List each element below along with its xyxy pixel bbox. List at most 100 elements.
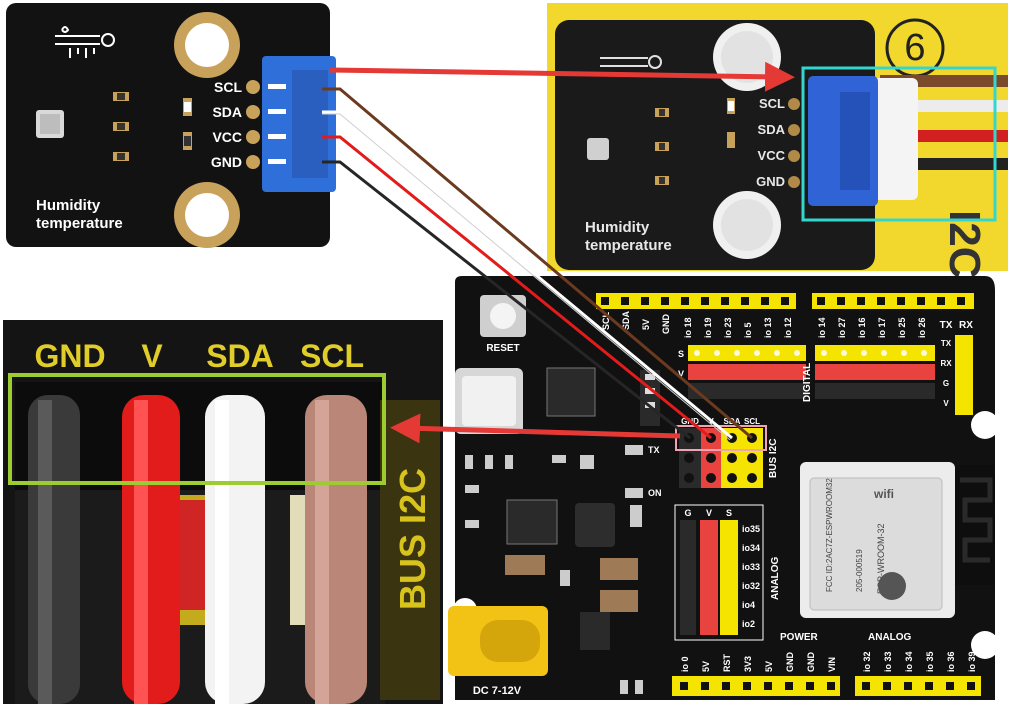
analog-pin-label: io35 — [742, 524, 760, 534]
uart-label: V — [943, 399, 949, 408]
sensor-pin-label: SCL — [214, 79, 242, 95]
uart-header — [955, 335, 973, 415]
sensor-pin-label: GND — [211, 154, 242, 170]
top-pin-label: SCL — [601, 311, 611, 330]
photo-label-line1: Humidity — [585, 219, 650, 236]
i2c-label: SCL — [744, 417, 760, 426]
sensor-pin-label: VCC — [212, 129, 242, 145]
digital-label: DIGITAL — [802, 363, 813, 402]
top-pin-label: io 25 — [897, 317, 907, 338]
closeup-side-text: BUS I2C — [392, 468, 433, 610]
step-badge-number: 9 — [904, 25, 925, 67]
analog-col-label: G — [684, 508, 691, 518]
module-text: FCC ID:2AC7Z-ESPWROOM32 — [825, 478, 834, 592]
digital-v-row-right — [815, 364, 935, 380]
analog-pin-label: io32 — [742, 581, 760, 591]
top-pin-label: io 23 — [723, 317, 733, 338]
closeup-label: V — [141, 338, 163, 374]
sensor-chip — [587, 138, 609, 160]
analog-header: G V S io35 io34 io33 io32 io4 io2 ANALOG — [674, 504, 781, 641]
closeup-highlight-box — [8, 373, 386, 485]
esp32-board: RESET DC 7-12V SCL SDA 5V — [448, 276, 999, 700]
wire-vcc — [322, 135, 712, 440]
row-v-label: V — [678, 369, 684, 379]
led-tx-label: TX — [648, 445, 660, 455]
digital-s-row — [688, 345, 806, 361]
power-pin-label: GND — [785, 652, 795, 673]
analog-bottom-pin-label: io 36 — [946, 651, 956, 672]
thermometer-icon — [55, 26, 115, 58]
esp32-module: wifi FCC ID:2AC7Z-ESPWROOM32 ESP-WROOM-3… — [800, 462, 995, 618]
top-pin-label: io 19 — [703, 317, 713, 338]
analog-bottom-label: ANALOG — [868, 632, 912, 643]
top-pin-label: io 13 — [763, 317, 773, 338]
uart-label: G — [943, 379, 949, 388]
photo-pin-label: SCL — [759, 96, 785, 111]
digital-s-row-right — [815, 345, 935, 361]
analog-pin-label: io34 — [742, 543, 760, 553]
analog-bottom-pin-label: io 33 — [883, 651, 893, 672]
arrow-to-photo — [329, 61, 795, 92]
analog-bottom-pin-label: io 32 — [862, 651, 872, 672]
analog-bottom-pin-label: io 35 — [925, 651, 935, 672]
closeup-photo: BUS I2C GND V SDA SCL — [3, 320, 443, 704]
sensor-pin-label: SDA — [212, 104, 242, 120]
analog-pin-label: io4 — [742, 600, 755, 610]
power-pin-label: GND — [806, 652, 816, 673]
espressif-logo — [878, 572, 906, 600]
power-pin-label: 5V — [701, 661, 711, 672]
module-text: ESP-WROOM-32 — [876, 523, 886, 594]
sensor-label-line1: Humidity — [36, 197, 101, 214]
top-pin-label: GND — [661, 314, 671, 335]
analog-label: ANALOG — [770, 556, 781, 600]
arrows — [329, 61, 795, 444]
reset-label: RESET — [486, 343, 519, 354]
rx-label: RX — [959, 320, 973, 331]
photo-sensor: 9 I2C SCL SDA VCC GND Humidity temperatu… — [547, 3, 1008, 278]
top-pin-label: 5V — [641, 319, 651, 330]
analog-bottom-pin-label: io 39 — [967, 651, 977, 672]
inductor — [575, 503, 615, 547]
bus-label: BUS I2C — [768, 439, 779, 478]
top-pin-label: io 14 — [817, 317, 827, 338]
top-pin-label: io 16 — [857, 317, 867, 338]
photo-label-line2: temperature — [585, 237, 672, 254]
top-pin-label: io 12 — [783, 317, 793, 338]
uart-label: RX — [940, 359, 952, 368]
wire-gnd — [322, 160, 691, 440]
photo-pin-label: VCC — [758, 148, 786, 163]
top-pin-label: io 18 — [683, 317, 693, 338]
analog-pin-label: io2 — [742, 619, 755, 629]
analog-pin-label: io33 — [742, 562, 760, 572]
wire-sda — [322, 110, 733, 440]
led-on-label: ON — [648, 488, 662, 498]
top-pin-label: SDA — [621, 310, 631, 330]
closeup-label: SCL — [300, 338, 364, 374]
analog-col-label: V — [706, 508, 712, 518]
analog-bottom-header — [855, 676, 981, 696]
module-logo: wifi — [873, 487, 894, 501]
wire-scl — [322, 87, 753, 440]
regulator-chip — [506, 499, 558, 545]
photo-connector-housing — [868, 78, 918, 200]
top-pin-label: io 26 — [917, 317, 927, 338]
thermometer-icon — [600, 55, 662, 69]
power-pin-label: 3V3 — [743, 656, 753, 672]
connector-highlight-box — [801, 66, 997, 222]
power-pin-label: VIN — [827, 657, 837, 672]
row-s-label: S — [678, 349, 684, 359]
wires — [322, 87, 753, 441]
module-text: 205-000519 — [855, 549, 864, 592]
closeup-label: GND — [34, 338, 105, 374]
closeup-wire-sda — [205, 395, 265, 704]
photo-pin-label: SDA — [758, 122, 786, 137]
tx-label: TX — [940, 320, 953, 331]
closeup-wire-gnd — [28, 395, 80, 704]
analog-col-label: S — [726, 508, 732, 518]
dc-label: DC 7-12V — [473, 685, 522, 697]
top-pin-label: io 27 — [837, 317, 847, 338]
sensor-module: SCL SDA VCC GND Humidity temperature — [6, 3, 336, 248]
i2c-header: GND V SDA SCL BUS I2C — [675, 417, 779, 488]
power-pin-label: RST — [722, 653, 732, 672]
usb-uart-chip — [546, 367, 596, 417]
